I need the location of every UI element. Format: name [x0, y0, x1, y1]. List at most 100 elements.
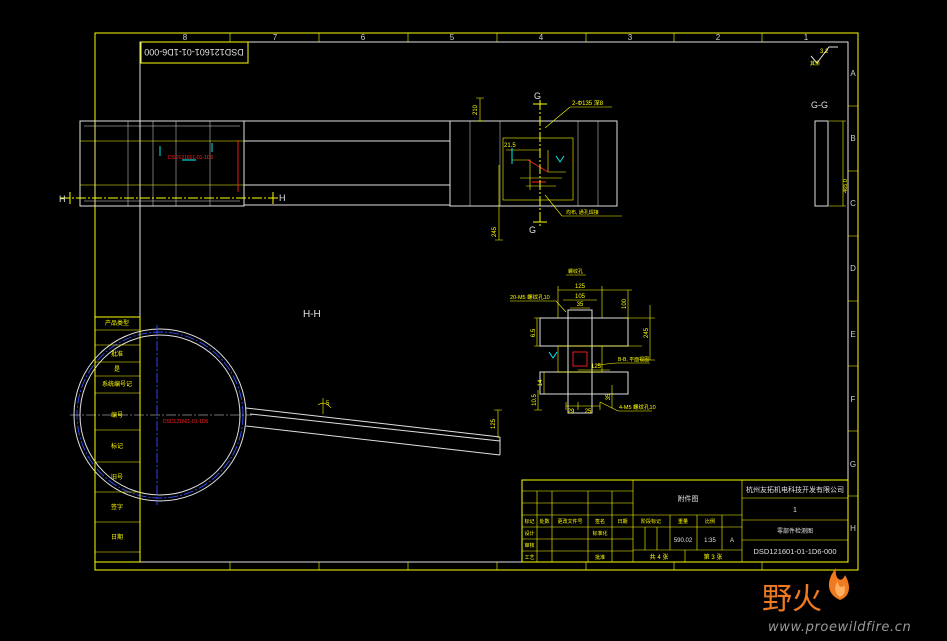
roughness-value: 3.2 [820, 49, 829, 55]
section-h-arrows [69, 192, 274, 204]
section-hh-view: H-H DSD121601-01-1D6 5 125 [70, 309, 502, 505]
arm-dim-125: 125 [491, 418, 497, 429]
left-strip-table: 产品类型 批准 是 系统编号记 编号 标记 旧号 签字 日期 [94, 316, 141, 563]
role-label: 工艺 [524, 555, 534, 561]
zone-column-8: 8 [183, 33, 188, 42]
weight-header: 重量 [678, 518, 688, 525]
zone-ticks [229, 33, 858, 570]
detail-dim-6-5: 6.5 [531, 328, 537, 337]
sheet-current: 第 3 张 [704, 553, 723, 561]
zone-column-labels: 8 7 6 5 4 3 2 1 [183, 33, 809, 42]
detail-dim-29: 29 [568, 409, 575, 415]
left-block-rails [80, 140, 244, 186]
sheet-mark: 1 [793, 507, 797, 514]
left-block-structure [84, 121, 240, 206]
weld-note-leader [544, 194, 622, 217]
left-strip-label: 产品类型 [105, 319, 129, 327]
roughness-check-icon [810, 46, 838, 64]
weld-note: 均布, 通孔焊接 [566, 209, 599, 216]
detail-left-dims [534, 317, 545, 411]
front-view: DSD121601-01-1D6 21.5 H H G G 210 2-Φ135… [59, 91, 622, 241]
detail-dim-35-bottom: 35 [606, 393, 612, 400]
role-label: 标准化 [592, 530, 607, 537]
zone-row-f: F [851, 395, 856, 404]
arm-dim-5: 5 [326, 401, 330, 407]
zone-row-h: H [850, 524, 856, 533]
hole-note: 2-Φ135 深8 [572, 99, 604, 107]
detail-view-note-leader [596, 362, 650, 366]
cutout-details [506, 149, 566, 190]
left-strip-label: 旧号 [111, 474, 123, 481]
title-block: 杭州友拓机电科技开发有限公司 1 零部件检测图 DSD121601-01-1D6… [521, 479, 849, 563]
section-g-arrows [533, 103, 547, 223]
dim-21-5: 21.5 [504, 143, 516, 149]
inner-border [139, 41, 849, 563]
zone-row-d: D [850, 264, 856, 273]
section-g-label-bottom: G [529, 225, 536, 235]
detail-dim-10-5: 10.5 [532, 394, 538, 406]
zone-row-labels: A B C D E F G H [850, 69, 856, 533]
left-strip-label: 是 [114, 366, 120, 373]
detail-thread-bottom-leader [599, 401, 652, 412]
zone-column-4: 4 [539, 33, 544, 42]
arm-dim-125-line [494, 409, 502, 438]
zone-row-c: C [850, 199, 856, 208]
scale-header: 比例 [705, 518, 715, 525]
left-strip-label: 标记 [111, 442, 123, 450]
watermark-logo-text: 野火 [762, 582, 822, 617]
zone-column-7: 7 [273, 33, 278, 42]
role-label: 批准 [595, 554, 605, 561]
revision-header: 更改文件号 [557, 518, 582, 525]
title-drawing-number: DSD121601-01-1D6-000 [754, 547, 837, 556]
outer-border [94, 32, 859, 571]
company-name: 杭州友拓机电科技开发有限公司 [746, 485, 844, 494]
roughness-symbol: 3.2 其余 [810, 46, 838, 67]
detail-top-note: 螺纹孔 [568, 268, 583, 275]
section-hh-title: H-H [303, 309, 321, 320]
cutout-cyan-marks [511, 148, 565, 164]
dim-210-line [476, 97, 484, 122]
detail-dim-14: 14 [538, 379, 544, 386]
detail-dim-105: 105 [575, 294, 586, 300]
stage-value: A [730, 538, 734, 544]
left-strip-label: 日期 [111, 533, 123, 541]
revision-header: 处数 [539, 518, 549, 525]
cutout-red-marks [527, 159, 549, 183]
arm-profile [245, 407, 501, 456]
left-block-cyan-marks [159, 143, 213, 161]
dim-245: 245 [492, 226, 498, 237]
section-gg-dim-line [829, 120, 846, 207]
detail-gap [557, 345, 603, 373]
watermark-url: www.proewildfire.cn [768, 620, 911, 635]
revision-header: 签名 [595, 518, 605, 525]
left-strip-label: 系统编号记 [102, 380, 132, 388]
left-strip-label: 签字 [111, 503, 123, 511]
zone-row-g: G [850, 460, 856, 469]
front-view-right-block [449, 120, 618, 207]
role-label: 设计 [524, 530, 534, 537]
part-name: 零部件检测图 [777, 527, 813, 535]
detail-dim-25: 25 [585, 409, 592, 415]
left-strip-label: 编号 [111, 411, 123, 419]
role-label: 审核 [524, 542, 534, 549]
zone-row-b: B [850, 134, 855, 143]
revision-header: 标记 [524, 518, 534, 525]
detail-cyan-mark [548, 351, 558, 359]
revision-header: 日期 [617, 519, 627, 525]
right-block-structure [469, 121, 599, 206]
zone-row-e: E [850, 330, 855, 339]
ring-red-label: DSD121601-01-1D6 [163, 419, 209, 425]
detail-right-dims [600, 289, 655, 361]
zone-column-6: 6 [361, 33, 366, 42]
zone-column-1: 1 [804, 33, 809, 42]
right-block-cutout [502, 137, 574, 201]
left-strip-rows [95, 329, 140, 553]
sheets-total: 共 4 张 [650, 553, 669, 561]
section-gg-dim: 465.0 [843, 179, 849, 193]
front-view-left-block [79, 120, 245, 207]
detail-dim-125-top: 125 [575, 284, 586, 290]
drawing-frame: 8 7 6 5 4 3 2 1 A B C D E F G H [94, 32, 859, 571]
detail-dim-125-mid: 125 [591, 364, 602, 370]
